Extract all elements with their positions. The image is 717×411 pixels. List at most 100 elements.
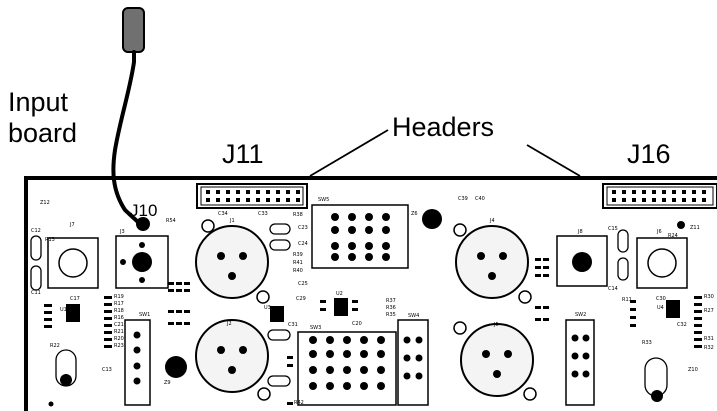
ref-r35: R35 bbox=[386, 312, 396, 318]
ref-sw3: SW3 bbox=[310, 325, 322, 331]
ref-r54: R54 bbox=[166, 218, 176, 224]
ref-r13: R13 bbox=[45, 237, 55, 243]
ref-r33: R33 bbox=[642, 340, 652, 346]
ref-z6: Z6 bbox=[411, 211, 418, 217]
input-cable bbox=[111, 7, 145, 224]
headers-label: Headers bbox=[392, 112, 495, 142]
input-board-label-line2: board bbox=[8, 118, 78, 148]
ref-r36: R36 bbox=[386, 305, 396, 311]
ref-j5: J5 bbox=[494, 322, 499, 328]
ref-j6: J6 bbox=[657, 229, 662, 235]
ref-u1: U1 bbox=[60, 307, 67, 313]
cap-rings bbox=[30, 223, 668, 397]
headers-leader-left bbox=[309, 129, 389, 177]
control-j3 bbox=[115, 235, 169, 289]
ref-c12: C12 bbox=[31, 228, 41, 234]
j16-label: J16 bbox=[627, 139, 671, 169]
ref-r11: R11 bbox=[622, 297, 632, 303]
ref-c40: C40 bbox=[475, 196, 485, 202]
ref-c20: C20 bbox=[352, 321, 362, 327]
ref-j7: J7 bbox=[70, 222, 75, 228]
ref-r22: R22 bbox=[50, 343, 60, 349]
ref-r37: R37 bbox=[386, 298, 396, 304]
ref-r42: R42 bbox=[294, 400, 304, 406]
z9-pad bbox=[165, 356, 187, 378]
ref-r16: R16 bbox=[114, 315, 124, 321]
ref-c31: C31 bbox=[288, 322, 298, 328]
ref-r23: R23 bbox=[114, 343, 124, 349]
ref-sw4: SW4 bbox=[408, 313, 420, 319]
input-board-label-line1: Input bbox=[8, 87, 69, 117]
ref-c29: C29 bbox=[296, 296, 306, 302]
ref-c11: C11 bbox=[31, 290, 41, 296]
ref-c15: C15 bbox=[608, 226, 618, 232]
switch-sw5 bbox=[311, 204, 409, 269]
ref-r18: R18 bbox=[114, 308, 124, 314]
header-j11 bbox=[196, 183, 308, 209]
ref-c39: C39 bbox=[458, 196, 468, 202]
ref-r41: R41 bbox=[293, 260, 303, 266]
corner-mark bbox=[48, 401, 54, 407]
j11-label: J11 bbox=[222, 139, 264, 169]
ref-r31: R31 bbox=[704, 336, 714, 342]
ref-r27: R27 bbox=[704, 308, 714, 314]
ref-r38: R38 bbox=[293, 212, 303, 218]
ref-u3: U3 bbox=[264, 305, 271, 311]
ref-j8: J8 bbox=[578, 229, 583, 235]
header-j16 bbox=[602, 183, 717, 209]
switch-sw4 bbox=[397, 319, 429, 406]
ref-c21: C21 bbox=[114, 322, 124, 328]
ref-c13: C13 bbox=[102, 367, 112, 373]
control-j6 bbox=[636, 237, 688, 289]
ref-r32: R32 bbox=[704, 345, 714, 351]
ref-r39: R39 bbox=[293, 252, 303, 258]
headers-leader-right bbox=[526, 144, 581, 177]
ref-c30: C30 bbox=[656, 296, 666, 302]
switch-sw3 bbox=[297, 331, 397, 406]
switch-sw1 bbox=[124, 319, 151, 406]
ref-j4: J4 bbox=[490, 218, 495, 224]
control-j7 bbox=[47, 237, 99, 289]
control-j8 bbox=[556, 235, 608, 287]
ref-c25: C25 bbox=[298, 281, 308, 287]
ref-sw5: SW5 bbox=[318, 197, 330, 203]
ref-z10: Z10 bbox=[688, 367, 698, 373]
ref-r19: R19 bbox=[114, 294, 124, 300]
ref-sw2: SW2 bbox=[575, 312, 587, 318]
ref-sw1: SW1 bbox=[139, 312, 151, 318]
xlr-jack-j1 bbox=[195, 225, 269, 299]
board-outline bbox=[24, 176, 717, 411]
r22-pad bbox=[60, 374, 72, 386]
ic-chips bbox=[66, 298, 680, 322]
ref-z11: Z11 bbox=[690, 225, 700, 231]
resistor-rows bbox=[44, 258, 702, 405]
ref-r20: R20 bbox=[114, 336, 124, 342]
ref-r21: R21 bbox=[114, 329, 124, 335]
j10-connector bbox=[136, 217, 150, 231]
ref-z12: Z12 bbox=[40, 200, 50, 206]
ref-u2: U2 bbox=[336, 291, 343, 297]
ref-u4: U4 bbox=[657, 305, 664, 311]
z6-pad bbox=[422, 209, 442, 229]
ref-c34: C34 bbox=[218, 211, 228, 217]
ref-c23: C23 bbox=[298, 225, 308, 231]
mounting-rings bbox=[201, 219, 537, 401]
j10-label: J10 bbox=[130, 201, 158, 220]
ref-r30: R30 bbox=[704, 294, 714, 300]
ref-c17: C17 bbox=[70, 296, 80, 302]
ref-c32: C32 bbox=[677, 322, 687, 328]
xlr-jack-j5 bbox=[460, 323, 534, 397]
ref-r40: R40 bbox=[293, 268, 303, 274]
ref-r24: R24 bbox=[668, 233, 678, 239]
ref-c24: C24 bbox=[298, 241, 308, 247]
xlr-jack-j4 bbox=[455, 225, 529, 299]
ref-j1: J1 bbox=[230, 218, 235, 224]
z11-pad bbox=[677, 221, 685, 229]
switch-sw2 bbox=[565, 319, 595, 406]
ref-r17: R17 bbox=[114, 301, 124, 307]
ref-j3: J3 bbox=[120, 229, 125, 235]
xlr-jack-j2 bbox=[195, 319, 269, 393]
ref-j2: J2 bbox=[227, 321, 232, 327]
ref-c33: C33 bbox=[258, 211, 268, 217]
